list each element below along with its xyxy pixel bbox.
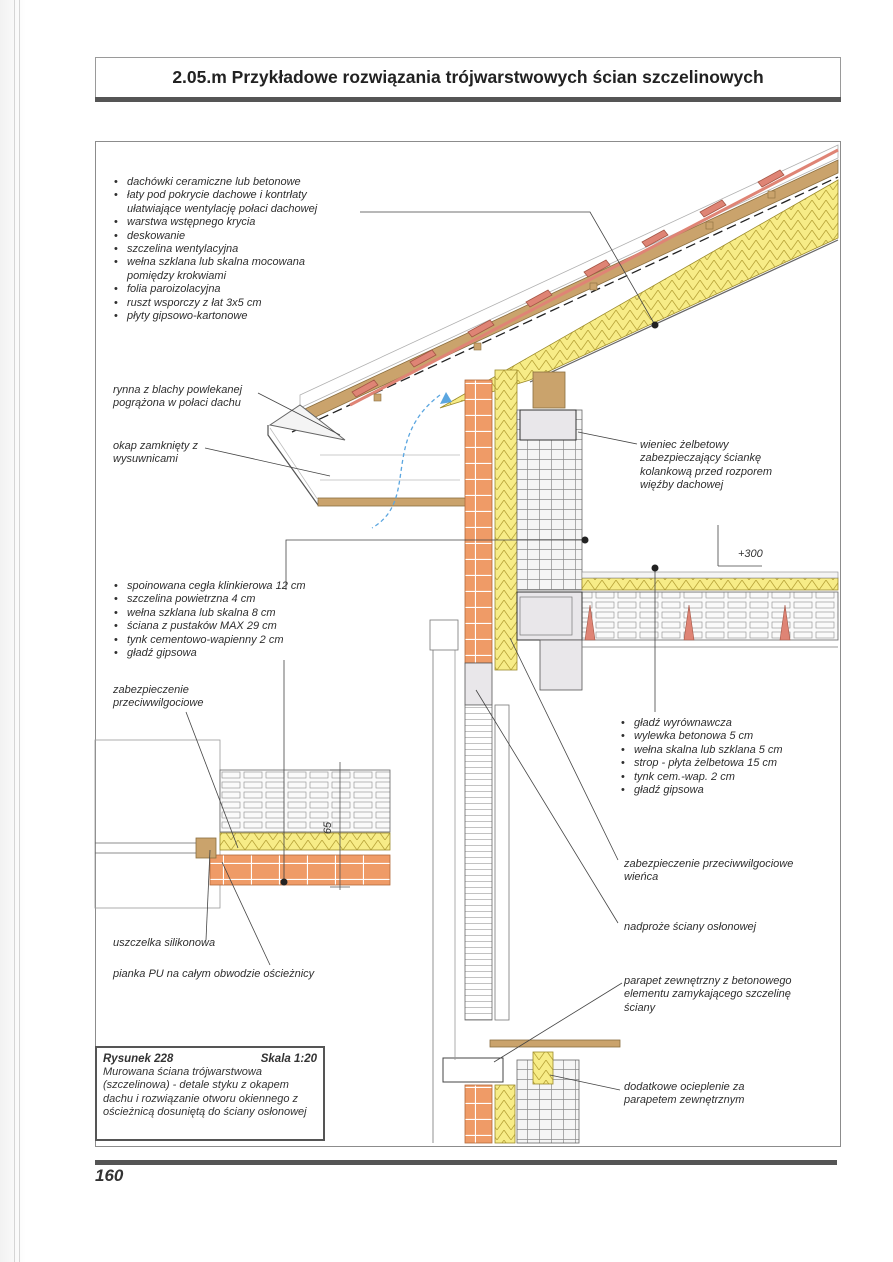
- roof-layer: dachówki ceramiczne lub betonowe: [113, 176, 353, 190]
- header-rule: [95, 97, 841, 102]
- roof-layer: wełna szklana lub skalna mocowana pomięd…: [113, 256, 353, 283]
- caption-header: Rysunek 228 Skala 1:20: [103, 1053, 317, 1066]
- roof-layer: płyty gipsowo-kartonowe: [113, 310, 353, 324]
- dpc-ring-beam-label: zabezpieczenie przeciwwilgociowe wieńca: [624, 858, 794, 884]
- wall-layer: szczelina powietrzna 4 cm: [113, 593, 373, 607]
- roof-tiles: [351, 169, 785, 402]
- scan-line: [14, 0, 15, 1262]
- wall-layer: spoinowana cegła klinkierowa 12 cm: [113, 580, 373, 594]
- wall-layer: tynk cementowo-wapienny 2 cm: [113, 634, 373, 648]
- eaves-label: okap zamknięty z wysuwnicami: [113, 440, 198, 466]
- floor-layer: tynk cem.-wap. 2 cm: [620, 771, 820, 785]
- wall-layer: wełna szklana lub skalna 8 cm: [113, 607, 373, 621]
- wall-layer: gładź gipsowa: [113, 647, 373, 661]
- extra-insulation-label: dodatkowe ocieplenie za parapetem zewnęt…: [624, 1081, 745, 1107]
- roof-layer: deskowanie: [113, 230, 353, 244]
- roof-layer: ruszt wsporczy z łat 3x5 cm: [113, 297, 353, 311]
- roof-layer: szczelina wentylacyjna: [113, 243, 353, 257]
- dimension-65: 65: [322, 821, 335, 835]
- ring-beam-label: wieniec żelbetowy zabezpieczający ściank…: [640, 439, 773, 492]
- level-label: +300: [738, 548, 763, 560]
- gutter-label: rynna z blachy powlekanej pogrążona w po…: [113, 384, 243, 410]
- pu-foam-label: pianka PU na całym obwodzie ościeżnicy: [113, 968, 315, 980]
- figure-caption: Rysunek 228 Skala 1:20 Murowana ściana t…: [95, 1046, 325, 1141]
- footer-rule: [95, 1160, 837, 1165]
- wall-section: [429, 369, 621, 1144]
- scan-line: [19, 0, 20, 1262]
- floor-layer: wełna skalna lub szklana 5 cm: [620, 744, 820, 758]
- scan-edge: [0, 0, 26, 1262]
- floor-layer: wylewka betonowa 5 cm: [620, 730, 820, 744]
- sill-label: parapet zewnętrzny z betonowego elementu…: [624, 975, 792, 1014]
- roof-layers-list: dachówki ceramiczne lub betonowe łaty po…: [113, 176, 353, 324]
- lintel-label: nadproże ściany osłonowej: [624, 921, 757, 933]
- floor-layer: gładź gipsowa: [620, 784, 820, 798]
- window-detail: [94, 739, 391, 909]
- header-box: 2.05.m Przykładowe rozwiązania trójwarst…: [95, 57, 841, 98]
- eaves-and-gutter: [267, 392, 467, 529]
- figure-scale: Skala 1:20: [260, 1053, 317, 1065]
- roof-layer: folia paroizolacyjna: [113, 283, 353, 297]
- wall-layer: ściana z pustaków MAX 29 cm: [113, 620, 373, 634]
- floor-layers-list: gładź wyrównawcza wylewka betonowa 5 cm …: [620, 717, 820, 798]
- roof-layer: warstwa wstępnego krycia: [113, 216, 353, 230]
- roof-layer: łaty pod pokrycie dachowe i kontrłaty uł…: [113, 189, 353, 216]
- figure-number: Rysunek 228: [103, 1053, 174, 1065]
- caption-text: Murowana ściana trójwarstwowa (szczelino…: [103, 1066, 307, 1118]
- leader-lines: [185, 211, 762, 1091]
- dpc-left-label: zabezpieczenie przeciwwilgociowe: [113, 684, 204, 710]
- floor-layer: strop - płyta żelbetowa 15 cm: [620, 757, 820, 771]
- floor-slab: [516, 571, 839, 691]
- silicone-label: uszczelka silikonowa: [113, 937, 216, 949]
- page-title: 2.05.m Przykładowe rozwiązania trójwarst…: [172, 67, 764, 87]
- floor-layer: gładź wyrównawcza: [620, 717, 820, 731]
- page-number: 160: [95, 1166, 124, 1185]
- leader-dots: [280, 321, 659, 886]
- wall-layers-list: spoinowana cegła klinkierowa 12 cm szcze…: [113, 580, 373, 661]
